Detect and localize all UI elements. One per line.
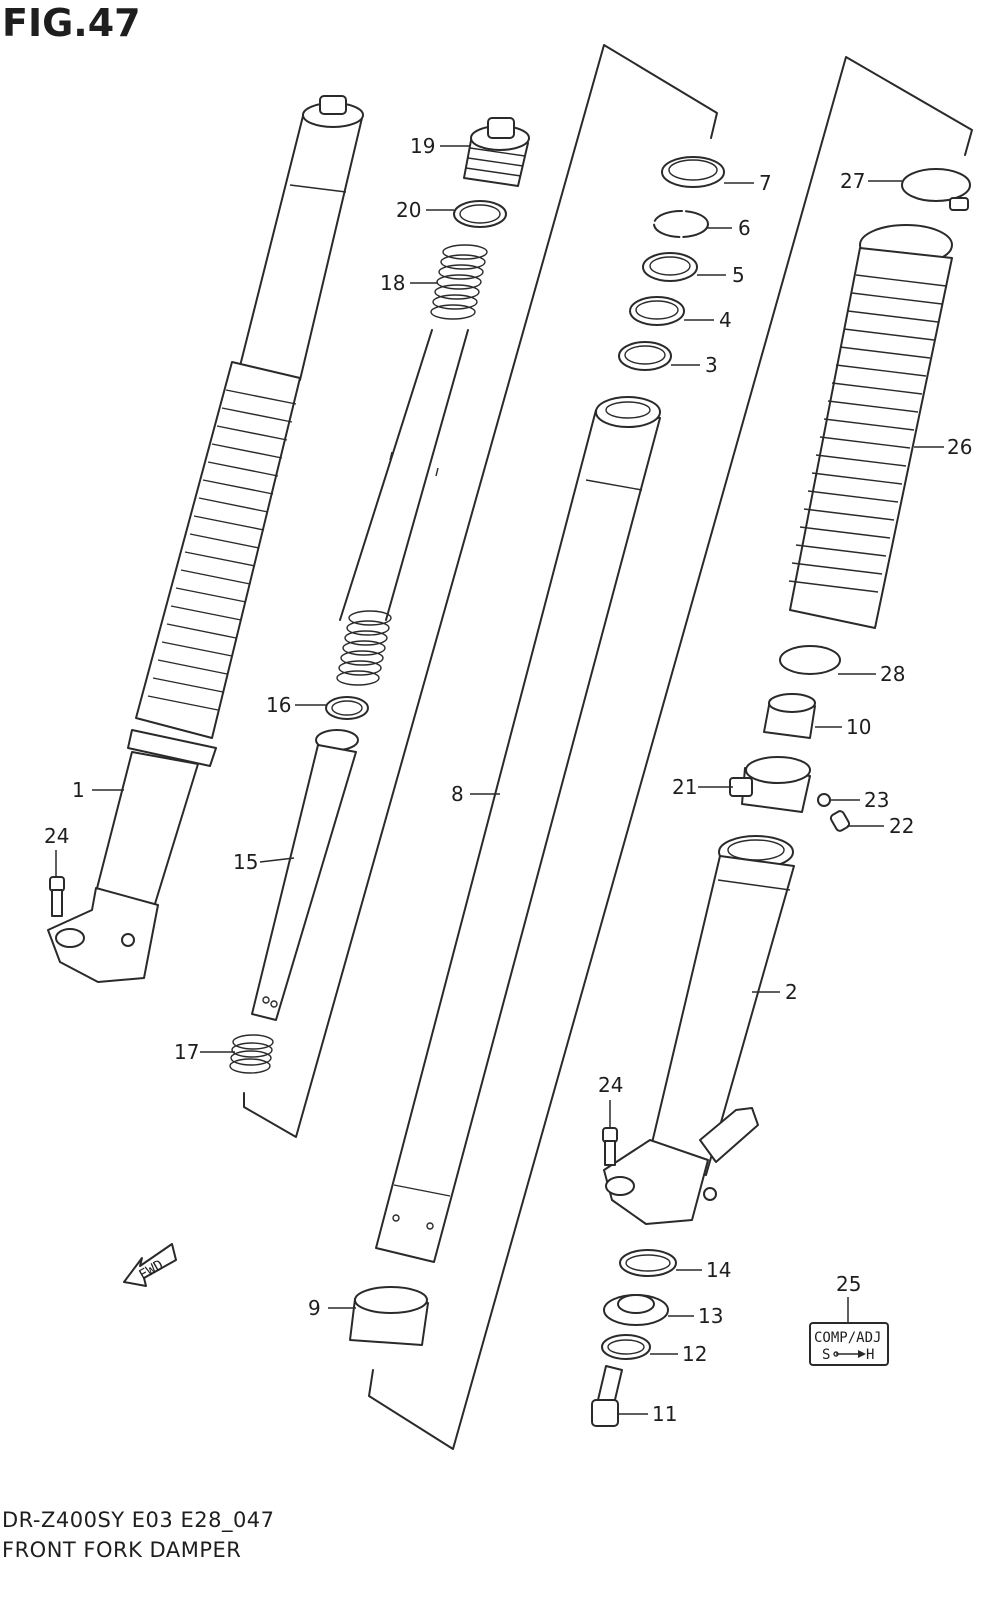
part-22-bolt	[829, 810, 851, 832]
bracket-spring-group	[243, 44, 718, 1138]
damper-rod	[339, 329, 469, 621]
callout-17: 17	[174, 1040, 199, 1064]
callout-21: 21	[672, 775, 697, 799]
callout-27: 27	[840, 169, 865, 193]
callout-15: 15	[233, 850, 258, 874]
callout-4: 4	[719, 308, 732, 332]
callout-1: 1	[72, 778, 85, 802]
part-24-bolt-right	[602, 1127, 618, 1166]
part-23-nut	[817, 793, 831, 807]
part-10-bush	[763, 693, 816, 739]
part-26-boot	[788, 224, 953, 629]
callout-9: 9	[308, 1296, 321, 1320]
part-28-ring	[779, 645, 841, 675]
callout-22: 22	[889, 814, 914, 838]
callout-8: 8	[451, 782, 464, 806]
callout-12: 12	[682, 1342, 707, 1366]
part-9-bush	[349, 1286, 429, 1346]
callout-26: 26	[947, 435, 972, 459]
part-17-spring	[229, 1034, 274, 1074]
part-24-bolt-left	[49, 876, 65, 917]
callout-13: 13	[698, 1304, 723, 1328]
callout-24-right: 24	[598, 1073, 623, 1097]
callout-18: 18	[380, 271, 405, 295]
callout-25: 25	[836, 1272, 861, 1296]
part-18-spring-upper	[430, 244, 488, 320]
callout-16: 16	[266, 693, 291, 717]
part-21-clamp	[729, 756, 811, 813]
part-16-ring	[325, 696, 369, 720]
callout-6: 6	[738, 216, 751, 240]
adjust-soft-label: S	[822, 1347, 830, 1363]
callout-5: 5	[732, 263, 745, 287]
part-6-stopper-ring	[653, 210, 709, 238]
part-18-spring-lower	[336, 610, 392, 686]
part-15-damper-tube	[251, 729, 359, 1021]
callout-3: 3	[705, 353, 718, 377]
model-code: DR-Z400SY E03 E28_047	[2, 1508, 275, 1533]
part-1-fork-assembly	[47, 95, 364, 983]
leader-lines	[55, 145, 944, 1415]
part-19-cap-bolt	[463, 117, 530, 187]
part-5-washer	[642, 252, 698, 282]
callout-14: 14	[706, 1258, 731, 1282]
callout-28: 28	[880, 662, 905, 686]
part-13-cap	[603, 1294, 669, 1326]
callout-23: 23	[864, 788, 889, 812]
compression-adjust-box: COMP/ADJ S H	[809, 1297, 889, 1366]
fwd-arrow-badge: FWD	[123, 1243, 177, 1287]
figure-caption: FRONT FORK DAMPER	[2, 1538, 241, 1562]
adjust-line1: COMP/ADJ	[814, 1330, 881, 1346]
part-8-inner-tube	[375, 396, 661, 1263]
part-11-adjuster	[591, 1365, 623, 1427]
part-7-oil-seal	[661, 156, 725, 188]
part-12-o-ring	[601, 1334, 651, 1360]
callout-24-left: 24	[44, 824, 69, 848]
part-27-clamp	[901, 168, 971, 211]
callout-2: 2	[785, 980, 798, 1004]
part-3-bush	[618, 341, 672, 371]
part-2-outer-tube	[603, 835, 795, 1225]
callout-labels: 1 2 3 4 5 6 7 8 9 10 11 12 13 14 15 16 1…	[44, 134, 972, 1426]
adjust-hard-label: H	[866, 1347, 874, 1363]
callout-10: 10	[846, 715, 871, 739]
part-20-o-ring	[453, 200, 507, 228]
callout-11: 11	[652, 1402, 677, 1426]
part-4-guide-metal	[629, 296, 685, 326]
part-14-o-ring	[619, 1249, 677, 1277]
callout-19: 19	[410, 134, 435, 158]
callout-7: 7	[759, 171, 772, 195]
bracket-tube-group	[368, 56, 973, 1450]
figure-title: FIG.47	[2, 1, 141, 45]
callout-20: 20	[396, 198, 421, 222]
